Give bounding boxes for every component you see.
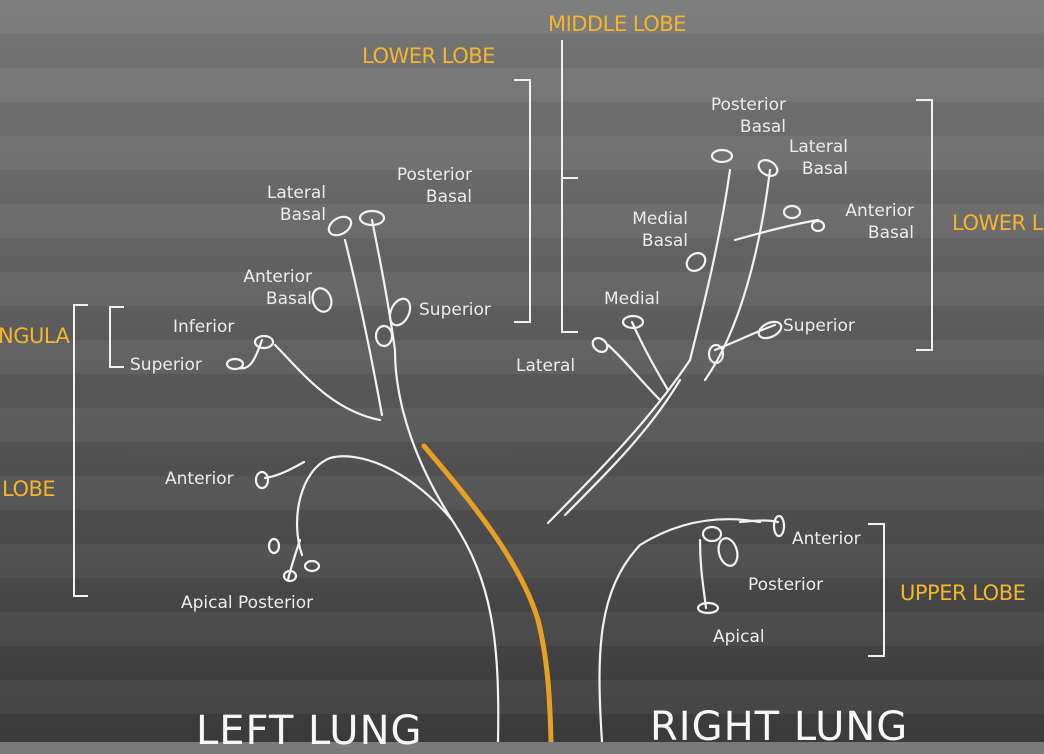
right-medial-label: Medial — [604, 288, 660, 310]
right-posterior-basal-tip — [712, 150, 732, 162]
left-apical-posterior-branch — [288, 540, 300, 580]
left-main-bronchus-outer — [297, 458, 330, 555]
right-medial-branch — [632, 322, 668, 390]
left-lower-lobe-heading: LOWER LOBE — [362, 44, 495, 68]
right-apical-branch — [700, 540, 706, 608]
left-lingula-superior-tip — [227, 359, 243, 369]
middle-lobe-bracket — [562, 40, 578, 332]
right-upper-lobe-heading: UPPER LOBE — [900, 581, 1025, 605]
trachea-left-wall — [330, 456, 498, 742]
lingula-heading: NGULA — [0, 324, 69, 348]
right-anterior-basal-branch — [735, 220, 818, 240]
lingula-bracket — [110, 307, 124, 367]
left-lower-lobe-bracket — [514, 80, 530, 322]
left-upper-lobe-bracket — [74, 305, 88, 596]
right-anterior-basal-tip-1 — [784, 206, 800, 218]
left-main-bronchus-inner — [395, 350, 452, 520]
right-anterior-label: Anterior — [792, 528, 861, 550]
left-lateral-basal-label: Lateral Basal — [246, 182, 326, 226]
right-posterior-label: Posterior — [748, 574, 823, 596]
right-lung-title: RIGHT LUNG — [650, 704, 908, 750]
right-main-bronchus — [548, 360, 690, 523]
right-posterior-tip — [716, 536, 741, 568]
left-apical-posterior-label: Apical Posterior — [181, 592, 313, 614]
left-lower-trunk-a — [345, 240, 382, 415]
right-lower-trunk-inner — [705, 170, 770, 380]
left-posterior-basal-label: Posterior Basal — [372, 164, 472, 208]
right-upper-branch — [740, 521, 778, 523]
left-lung-title: LEFT LUNG — [196, 708, 423, 754]
right-medial-basal-label: Medial Basal — [600, 208, 688, 252]
left-anterior-tip — [256, 472, 268, 488]
left-inferior-label: Inferior — [173, 316, 234, 338]
right-lower-lobe-heading: LOWER L — [952, 211, 1043, 235]
left-superior-label: Superior — [419, 299, 491, 321]
left-apical-tip-1 — [269, 539, 279, 553]
right-lateral-basal-label: Lateral Basal — [766, 136, 848, 180]
left-lingula-to-anterior — [265, 462, 304, 478]
right-superior-tip — [756, 319, 784, 342]
right-superior-label: Superior — [783, 315, 855, 337]
right-posterior-basal-label: Posterior Basal — [680, 94, 786, 138]
esophagus — [424, 446, 551, 742]
right-apical-tip — [698, 603, 718, 613]
left-bronchus-to-lingula — [275, 345, 380, 420]
left-anterior-basal-tip — [309, 286, 334, 315]
right-upper-bud — [703, 527, 721, 541]
left-anterior-basal-label: Anterior Basal — [216, 266, 312, 310]
right-lower-trunk — [690, 170, 730, 360]
right-anterior-basal-label: Anterior Basal — [818, 200, 914, 244]
left-apical-tip-3 — [305, 561, 319, 571]
middle-lobe-heading: MIDDLE LOBE — [548, 12, 686, 36]
right-lateral-label: Lateral — [516, 355, 575, 377]
right-main-bronchus-inner — [565, 380, 680, 515]
left-upper-lobe-heading: LOBE — [2, 477, 55, 501]
left-lingula-superior-label: Superior — [130, 354, 202, 376]
right-medial-basal-tip — [683, 249, 709, 274]
left-lateral-basal-tip — [326, 213, 355, 239]
right-apical-label: Apical — [713, 626, 765, 648]
right-upper-lobe-bracket — [868, 524, 884, 656]
right-anterior-tip — [774, 516, 784, 536]
left-anterior-label: Anterior — [165, 468, 234, 490]
left-lingula-inferior-tip — [255, 336, 273, 348]
left-superior-tip-inner — [376, 326, 392, 346]
right-lower-lobe-bracket — [916, 100, 932, 350]
right-middle-branch — [608, 345, 660, 400]
right-lateral-tip — [590, 335, 610, 354]
